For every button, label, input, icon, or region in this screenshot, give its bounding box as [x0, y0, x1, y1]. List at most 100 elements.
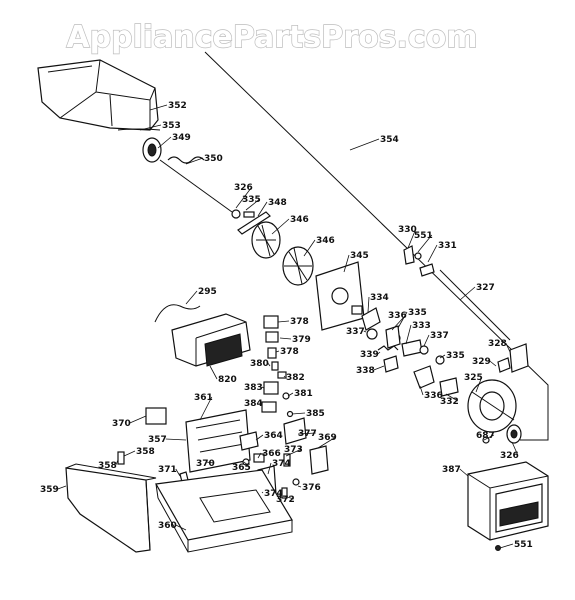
callout-leader-333 [405, 324, 412, 345]
part-label-339: 339 [360, 350, 379, 360]
auger-coupling-349 [142, 137, 162, 163]
part-label-358: 358 [136, 447, 155, 457]
callout-leader-381 [287, 392, 294, 397]
callout-leader-346 [271, 218, 290, 235]
callout-leader-337 [363, 330, 367, 333]
part-label-379: 379 [292, 335, 311, 345]
callout-leader-337 [423, 334, 430, 347]
part-label-360: 360 [158, 521, 177, 531]
callout-leader-353 [139, 124, 162, 131]
part-label-295: 295 [198, 287, 217, 297]
part-label-346: 346 [316, 236, 335, 246]
screw-385 [286, 410, 294, 418]
ice-bucket [37, 59, 159, 131]
callout-leader-295 [185, 290, 198, 305]
clip-382 [277, 371, 287, 379]
part-label-366: 366 [262, 449, 281, 459]
clip-329 [497, 357, 511, 373]
part-label-381: 381 [294, 389, 313, 399]
part-label-378: 378 [290, 317, 309, 327]
callout-leader-336 [419, 385, 424, 396]
callout-leader-331 [427, 244, 438, 263]
callout-leader-378 [275, 350, 280, 353]
chute-base-360 [155, 469, 293, 553]
part-label-335: 335 [242, 195, 261, 205]
dispenser-cover-387 [467, 461, 549, 541]
callout-leader-380 [267, 362, 271, 367]
callout-leader-360 [175, 524, 187, 531]
callout-leader-383 [261, 386, 265, 389]
bearing-337-left [366, 328, 378, 340]
callout-leader-372 [283, 495, 294, 500]
callout-leader-687 [483, 434, 494, 441]
part-label-383: 383 [244, 383, 263, 393]
part-label-346: 346 [290, 215, 309, 225]
callout-leader-329 [489, 360, 497, 367]
part-label-348: 348 [268, 198, 287, 208]
rod-327 [439, 269, 511, 341]
part-label-365: 365 [232, 463, 251, 473]
part-label-326: 326 [234, 183, 253, 193]
part-label-334: 334 [370, 293, 389, 303]
relay-370 [145, 407, 167, 425]
part-label-329: 329 [472, 357, 491, 367]
mounting-plate-345 [315, 261, 365, 331]
callout-leader-369 [317, 436, 337, 449]
auger-spring-350 [167, 156, 205, 164]
ice-maker-820 [171, 313, 251, 367]
callout-leader-357 [165, 438, 187, 441]
bearing-337-right [419, 345, 429, 355]
part-label-687: 687 [476, 431, 495, 441]
spring-380 [271, 361, 279, 371]
callout-leader-358 [123, 450, 136, 457]
bracket-378-upper [263, 315, 279, 329]
callout-leader-339 [377, 351, 381, 355]
callout-leader-348 [257, 201, 268, 217]
part-label-338: 338 [356, 366, 375, 376]
part-label-337: 337 [346, 327, 365, 337]
callout-leader-335 [245, 198, 261, 211]
switch-364 [239, 431, 259, 451]
arm-336-lower [413, 365, 435, 389]
callout-leader-361 [199, 396, 213, 421]
callout-leader-352 [149, 104, 168, 111]
assembly-boundary-line [204, 51, 549, 441]
screw-551-lower [495, 545, 501, 551]
part-label-364: 364 [264, 431, 283, 441]
part-label-357: 357 [148, 435, 167, 445]
part-label-385: 385 [306, 409, 325, 419]
part-label-372: 372 [276, 495, 295, 505]
callout-leader-350 [185, 157, 204, 165]
switch-366 [253, 453, 265, 463]
housing-359 [65, 463, 157, 553]
pin-381 [282, 392, 290, 400]
connector-369 [309, 445, 329, 475]
callout-leader-382 [283, 375, 286, 378]
part-label-384: 384 [244, 399, 263, 409]
part-label-335: 335 [408, 308, 427, 318]
callout-leader-376 [297, 485, 302, 488]
part-label-354: 354 [380, 135, 399, 145]
callout-leader-374 [267, 462, 272, 475]
callout-leader-330 [407, 228, 417, 249]
callout-leader-336 [391, 314, 407, 331]
lever-334 [361, 307, 381, 331]
callout-leader-365 [243, 461, 251, 468]
screw-372 [281, 487, 288, 499]
ice-crusher-upper [251, 221, 281, 259]
washer-335-lower [435, 355, 445, 365]
coil-383 [263, 381, 279, 395]
callout-leader-335 [439, 354, 446, 359]
part-label-374: 374 [272, 459, 291, 469]
cam-384 [261, 401, 277, 413]
callout-leader-359 [57, 485, 67, 490]
callout-leader-820 [209, 365, 218, 380]
plunger-378 [267, 347, 277, 359]
part-label-349: 349 [172, 133, 191, 143]
callout-leader-378 [277, 320, 290, 323]
callout-leader-327 [459, 286, 476, 301]
clip-353 [117, 128, 161, 131]
callout-leader-364 [255, 434, 264, 441]
callout-leader-325 [475, 376, 483, 393]
part-label-359: 359 [40, 485, 59, 495]
